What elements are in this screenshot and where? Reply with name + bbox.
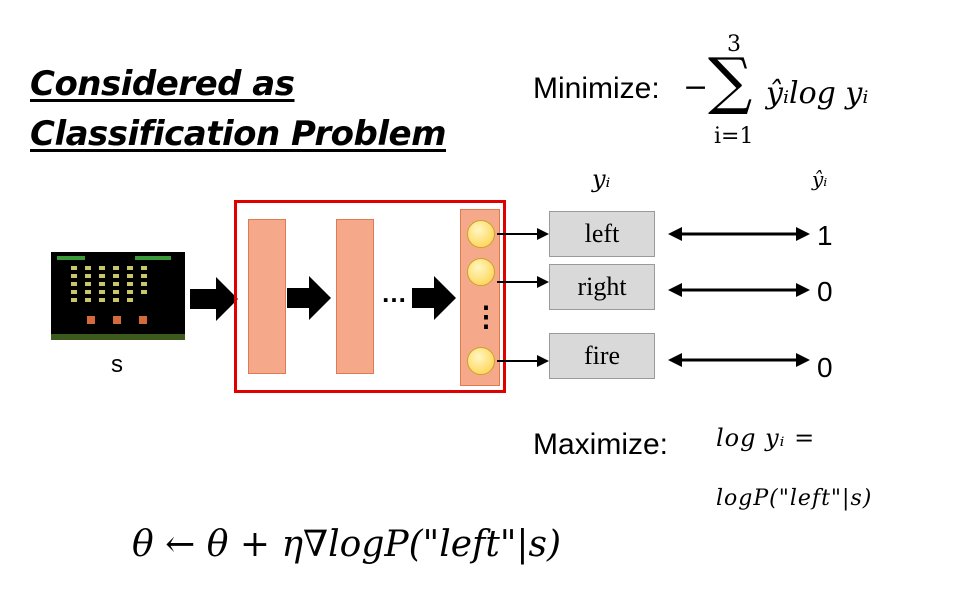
maximize-expression-line1: log yᵢ = bbox=[716, 424, 816, 452]
update-rule: θ ← θ + η∇logP("left"|s) bbox=[132, 524, 562, 565]
network-box bbox=[234, 200, 506, 393]
maximize-label: Maximize: bbox=[533, 428, 669, 461]
target-right: 0 bbox=[817, 276, 833, 307]
input-label-s: s bbox=[111, 351, 123, 378]
sum-upper-limit: 3 bbox=[727, 32, 741, 57]
hidden-layer-2 bbox=[336, 219, 374, 374]
space-invaders-icon bbox=[51, 252, 185, 340]
title-line-2: Classification Problem bbox=[30, 114, 447, 154]
output-box-fire: fire bbox=[549, 333, 655, 379]
double-arrow-left-icon bbox=[668, 227, 810, 241]
output-vdots: ⋮ bbox=[472, 301, 500, 332]
input-arrow-icon bbox=[190, 277, 238, 321]
node-arrow-right-icon bbox=[497, 276, 549, 288]
node-arrow-left-icon bbox=[497, 228, 549, 240]
game-screen-image bbox=[51, 252, 185, 340]
sum-symbol: ∑ bbox=[708, 44, 753, 117]
output-node-left bbox=[467, 220, 495, 248]
sum-lower-limit: i=1 bbox=[714, 124, 754, 149]
double-arrow-right-icon bbox=[668, 283, 810, 297]
layer-arrow-1-icon bbox=[287, 276, 331, 320]
output-box-left: left bbox=[549, 211, 655, 257]
output-node-fire bbox=[467, 347, 495, 375]
target-left: 1 bbox=[817, 220, 833, 251]
maximize-expression-line2: logP("left"|s) bbox=[716, 486, 873, 511]
target-fire: 0 bbox=[817, 352, 833, 383]
node-arrow-fire-icon bbox=[497, 355, 549, 367]
minus-sign: − bbox=[683, 70, 709, 105]
minimize-expression: ŷᵢlog yᵢ bbox=[766, 76, 869, 111]
output-node-right bbox=[467, 258, 495, 286]
minimize-label: Minimize: bbox=[533, 72, 660, 105]
layer-arrow-2-icon bbox=[412, 276, 456, 320]
header-yi: yᵢ bbox=[592, 165, 611, 193]
layer-ellipsis: … bbox=[381, 278, 407, 308]
title-line-1: Considered as bbox=[30, 64, 295, 104]
output-box-right: right bbox=[549, 264, 655, 310]
header-yhat: ŷᵢ bbox=[812, 167, 828, 191]
hidden-layer-1 bbox=[248, 219, 286, 374]
double-arrow-fire-icon bbox=[668, 353, 810, 367]
